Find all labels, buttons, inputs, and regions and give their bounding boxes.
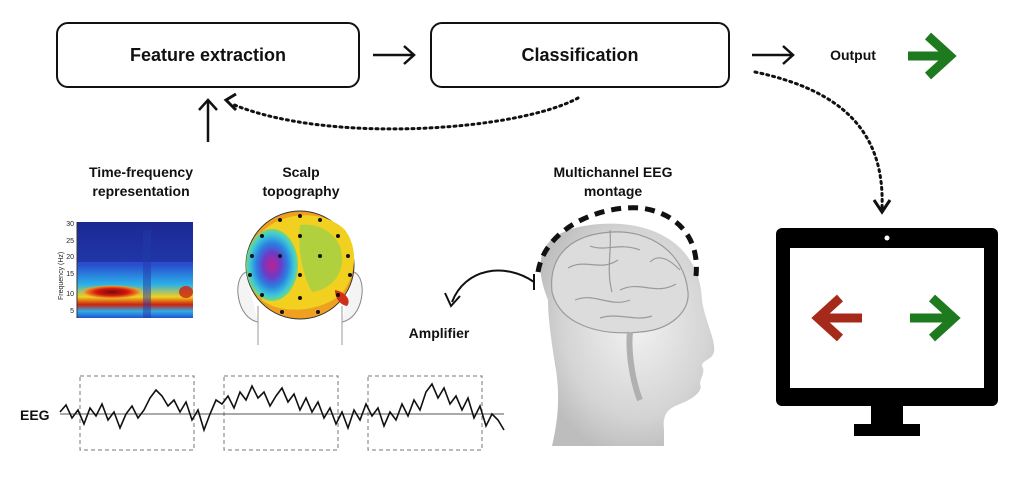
electrode-cap-dashed-arc	[535, 205, 699, 277]
monitor-illustration	[776, 228, 998, 436]
time-frequency-label: Time-frequency representation	[89, 164, 193, 199]
feature-extraction-label: Feature extraction	[129, 44, 287, 65]
spectrogram	[76, 222, 193, 318]
tick-15: 15	[66, 271, 74, 278]
amplifier-label: Amplifier	[408, 325, 470, 341]
scalp-topography-map	[237, 210, 363, 345]
output-green-arrow-icon	[908, 32, 957, 80]
eeg-trace-panel	[59, 375, 505, 451]
arrow-classification-to-output	[752, 45, 795, 65]
eeg-label: EEG	[20, 407, 50, 423]
feedback-dotted-arrow	[223, 92, 580, 131]
monitor-green-right-arrow-icon	[910, 294, 961, 342]
arrow-up-to-feature-extraction	[198, 98, 218, 142]
output-label: Output	[830, 47, 876, 63]
tick-10: 10	[66, 291, 74, 298]
arrow-feature-to-classification	[373, 45, 416, 65]
classification-box: Classification	[430, 22, 730, 88]
head-with-brain-illustration	[540, 223, 715, 446]
tick-20: 20	[66, 254, 74, 261]
scalp-topography-label: Scalp topography	[262, 164, 340, 199]
tick-30: 30	[66, 221, 74, 228]
spectrogram-y-ticks: 30 25 20 15 10 5	[66, 221, 74, 315]
amplifier-arrow	[444, 269, 535, 308]
tick-25: 25	[66, 238, 74, 245]
monitor-red-left-arrow-icon	[811, 294, 862, 342]
tick-5: 5	[70, 308, 74, 315]
classification-label: Classification	[521, 44, 639, 65]
feature-extraction-box: Feature extraction	[56, 22, 360, 88]
multichannel-montage-label: Multichannel EEG montage	[553, 164, 673, 199]
dotted-arrow-to-monitor	[753, 70, 892, 215]
spectrogram-axis-label: Frequency (Hz)	[58, 252, 65, 300]
